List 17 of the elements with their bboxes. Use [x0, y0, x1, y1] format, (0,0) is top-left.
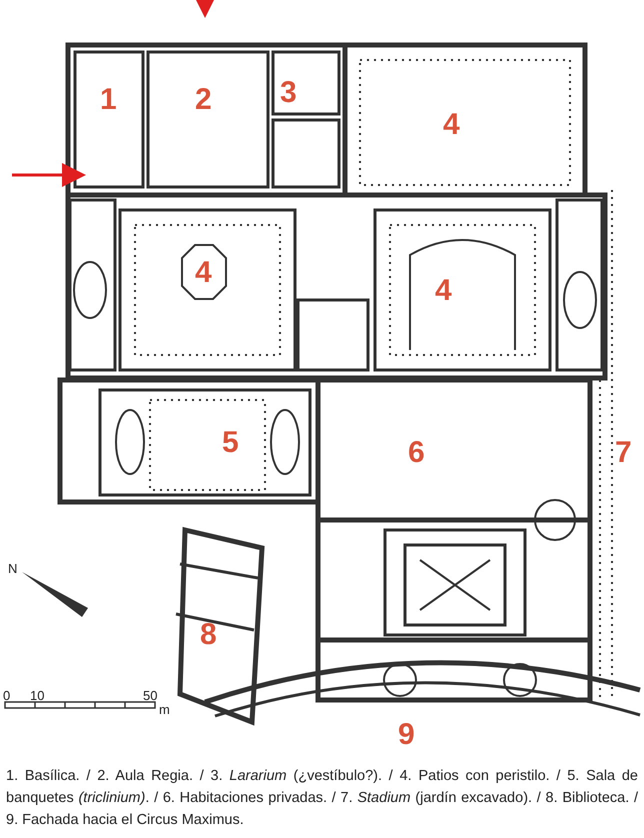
- callout-number: 8: [200, 620, 217, 650]
- callout-number: 3: [280, 78, 297, 108]
- scale-label: m: [159, 703, 170, 716]
- callout-number: 1: [100, 85, 117, 115]
- scale-label: 10: [30, 689, 44, 702]
- callout-number: 7: [615, 438, 632, 468]
- north-label: N: [8, 562, 18, 575]
- scale-label: 0: [3, 689, 10, 702]
- callout-number: 5: [222, 428, 239, 458]
- callout-number: 4: [443, 110, 460, 140]
- callout-number: 9: [398, 720, 415, 750]
- callout-number: 4: [195, 258, 212, 288]
- callout-number: 6: [408, 438, 425, 468]
- caption: 1. Basílica. / 2. Aula Regia. / 3. Lararium (¿vestíbulo?). / 4. Patios con peristilo. / 5. Sala de banquetes (triclinium). / 6. Habitaciones privadas. / 7. Stadium (jardín excavado). / 8. Biblioteca. / 9. Fachada hacia el Circus Maximus.: [6, 767, 638, 830]
- scale-label: 50: [143, 689, 158, 702]
- callout-number: 2: [195, 85, 212, 115]
- callout-number: 4: [435, 276, 452, 306]
